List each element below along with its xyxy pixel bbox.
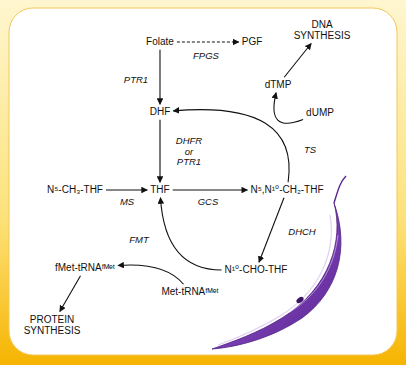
metabolite: PGF bbox=[240, 35, 265, 49]
outcome-label: DNA SYNTHESIS bbox=[289, 18, 355, 43]
enzyme-label: GCS bbox=[198, 197, 219, 208]
reaction-arrow bbox=[284, 44, 311, 78]
outcome-label: PROTEIN SYNTHESIS bbox=[19, 313, 85, 338]
reaction-arrow bbox=[159, 50, 160, 105]
node-text: DNA SYNTHESIS bbox=[294, 19, 351, 42]
node-text: PROTEIN SYNTHESIS bbox=[24, 314, 81, 337]
trypanosome-illustration bbox=[212, 176, 346, 349]
reaction-arrow bbox=[60, 276, 81, 312]
node-text: fMet-tRNAᶠᴹᵉᵗ bbox=[55, 262, 115, 273]
node-text: N¹⁰-CHO-THF bbox=[225, 264, 288, 275]
node-text: DHF bbox=[150, 106, 171, 117]
enzyme-label: TS bbox=[304, 145, 316, 156]
reaction-arrow bbox=[259, 198, 284, 263]
reaction-arrow bbox=[173, 189, 248, 190]
enzyme-label: DHCH bbox=[288, 227, 315, 238]
metabolite: dTMP bbox=[263, 78, 294, 92]
metabolite: DHF bbox=[148, 105, 173, 119]
enzyme-label: DHFR or PTR1 bbox=[172, 136, 206, 169]
metabolite: Folate bbox=[144, 35, 176, 49]
reaction-arrow bbox=[274, 93, 303, 124]
card bbox=[9, 8, 397, 355]
node-text: dTMP bbox=[265, 79, 292, 90]
enzyme-label: FPGS bbox=[193, 51, 219, 62]
node-text: Met-tRNAᶠᴹᵉᵗ bbox=[161, 286, 218, 297]
trna-species: Met-tRNAᶠᴹᵉᵗ bbox=[159, 285, 220, 299]
node-text: PGF bbox=[242, 36, 263, 47]
reaction-arrow bbox=[106, 189, 147, 190]
reaction-arrow bbox=[118, 265, 184, 284]
reaction-arrow bbox=[159, 120, 160, 183]
reaction-arrow bbox=[177, 41, 239, 42]
node-text: dUMP bbox=[306, 107, 334, 118]
metabolite: N⁵-CH₃-THF bbox=[45, 183, 105, 197]
enzyme-label: MS bbox=[120, 197, 134, 208]
enzyme-label: FMT bbox=[129, 235, 149, 246]
node-text: N⁵-CH₃-THF bbox=[47, 184, 103, 195]
metabolite: THF bbox=[148, 183, 171, 197]
metabolite: dUMP bbox=[304, 106, 336, 120]
enzyme-label: PTR1 bbox=[124, 75, 148, 86]
reaction-arrow bbox=[160, 198, 221, 270]
node-text: Folate bbox=[146, 36, 174, 47]
node-text: N⁵,N¹⁰-CH₂-THF bbox=[250, 184, 323, 195]
metabolite: N¹⁰-CHO-THF bbox=[223, 263, 290, 277]
node-text: THF bbox=[150, 184, 169, 195]
metabolite: N⁵,N¹⁰-CH₂-THF bbox=[248, 183, 325, 197]
trna-species: fMet-tRNAᶠᴹᵉᵗ bbox=[53, 261, 117, 275]
